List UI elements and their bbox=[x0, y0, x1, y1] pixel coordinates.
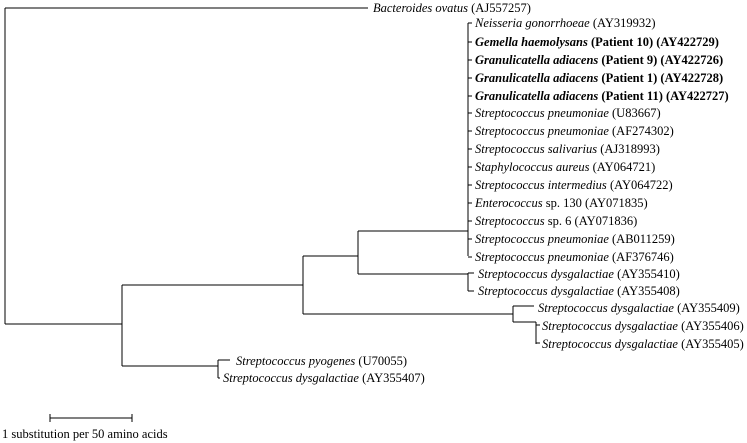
taxon-label-granulicatella-p1: Granulicatella adiacens (Patient 1) (AY4… bbox=[475, 71, 723, 85]
taxon-accession: (AY071835) bbox=[582, 196, 648, 210]
taxon-label-granulicatella-p9: Granulicatella adiacens (Patient 9) (AY4… bbox=[475, 53, 723, 67]
taxon-species: Streptococcus pneumoniae bbox=[475, 106, 609, 120]
taxon-accession: (AY422729) bbox=[653, 35, 719, 49]
taxon-accession: (AY422728) bbox=[657, 71, 723, 85]
taxon-accession: (AY422727) bbox=[663, 89, 729, 103]
taxon-accession: (AJ557257) bbox=[468, 1, 531, 15]
taxon-accession: (AY064721) bbox=[589, 160, 655, 174]
taxon-accession: (AY355406) bbox=[678, 319, 744, 333]
taxon-label-sdys-409: Streptococcus dysgalactiae (AY355409) bbox=[538, 301, 740, 315]
taxon-qualifier: (Patient 1) bbox=[598, 71, 657, 85]
taxon-accession: (AY355408) bbox=[614, 284, 680, 298]
taxon-qualifier: (Patient 11) bbox=[598, 89, 663, 103]
taxon-species: Streptococcus pneumoniae bbox=[475, 124, 609, 138]
taxon-qualifier: (Patient 10) bbox=[588, 35, 653, 49]
taxon-species: Streptococcus bbox=[475, 214, 545, 228]
taxon-accession: (AB011259) bbox=[609, 232, 675, 246]
taxon-species: Granulicatella adiacens bbox=[475, 89, 598, 103]
taxon-accession: (AY064722) bbox=[607, 178, 673, 192]
taxon-label-saur: Staphylococcus aureus (AY064721) bbox=[475, 160, 655, 174]
taxon-label-strep6: Streptococcus sp. 6 (AY071836) bbox=[475, 214, 637, 228]
taxon-accession: (AY422726) bbox=[657, 53, 723, 67]
taxon-label-spn-af274302: Streptococcus pneumoniae (AF274302) bbox=[475, 124, 674, 138]
taxon-label-sdys-405: Streptococcus dysgalactiae (AY355405) bbox=[542, 337, 744, 351]
taxon-accession: (AJ318993) bbox=[597, 142, 660, 156]
taxon-label-spyo: Streptococcus pyogenes (U70055) bbox=[236, 354, 407, 368]
taxon-label-gemella-p10: Gemella haemolysans (Patient 10) (AY4227… bbox=[475, 35, 719, 49]
taxon-accession: (AF376746) bbox=[609, 250, 674, 264]
taxon-species: Neisseria gonorrhoeae bbox=[474, 16, 590, 30]
tree-branches bbox=[4, 7, 540, 379]
taxon-label-neisseria: Neisseria gonorrhoeae (AY319932) bbox=[474, 16, 656, 30]
taxon-species: Enterococcus bbox=[474, 196, 543, 210]
taxon-label-granulicatella-p11: Granulicatella adiacens (Patient 11) (AY… bbox=[475, 89, 729, 103]
taxon-accession: (AY071836) bbox=[571, 214, 637, 228]
taxon-species: Streptococcus pyogenes bbox=[236, 354, 355, 368]
taxon-label-sint: Streptococcus intermedius (AY064722) bbox=[475, 178, 673, 192]
taxon-species: Streptococcus dysgalactiae bbox=[538, 301, 674, 315]
taxon-labels: Bacteroides ovatus (AJ557257)Neisseria g… bbox=[223, 1, 744, 385]
taxon-accession: (AY355410) bbox=[614, 267, 680, 281]
taxon-accession: (U83667) bbox=[609, 106, 661, 120]
taxon-label-sdys-408: Streptococcus dysgalactiae (AY355408) bbox=[478, 284, 680, 298]
taxon-qualifier: sp. 130 bbox=[543, 196, 582, 210]
taxon-accession: (AF274302) bbox=[609, 124, 674, 138]
taxon-label-spn-u83667: Streptococcus pneumoniae (U83667) bbox=[475, 106, 661, 120]
taxon-label-spn-af376746: Streptococcus pneumoniae (AF376746) bbox=[475, 250, 674, 264]
taxon-qualifier: (Patient 9) bbox=[598, 53, 657, 67]
taxon-species: Streptococcus dysgalactiae bbox=[478, 284, 614, 298]
scale-bar: 1 substitution per 50 amino acids bbox=[2, 414, 168, 441]
taxon-species: Streptococcus dysgalactiae bbox=[542, 337, 678, 351]
taxon-species: Streptococcus intermedius bbox=[475, 178, 607, 192]
scale-bar-label: 1 substitution per 50 amino acids bbox=[2, 427, 168, 441]
taxon-species: Streptococcus dysgalactiae bbox=[542, 319, 678, 333]
taxon-accession: (AY355409) bbox=[674, 301, 740, 315]
taxon-species: Streptococcus salivarius bbox=[475, 142, 597, 156]
taxon-label-spn-ab011259: Streptococcus pneumoniae (AB011259) bbox=[475, 232, 675, 246]
taxon-label-bacteroides: Bacteroides ovatus (AJ557257) bbox=[373, 1, 531, 15]
taxon-species: Streptococcus dysgalactiae bbox=[478, 267, 614, 281]
taxon-accession: (AY355405) bbox=[678, 337, 744, 351]
taxon-label-sdys-406: Streptococcus dysgalactiae (AY355406) bbox=[542, 319, 744, 333]
taxon-accession: (AY355407) bbox=[359, 371, 425, 385]
taxon-qualifier: sp. 6 bbox=[545, 214, 572, 228]
taxon-species: Granulicatella adiacens bbox=[475, 71, 598, 85]
taxon-species: Gemella haemolysans bbox=[475, 35, 588, 49]
taxon-species: Granulicatella adiacens bbox=[475, 53, 598, 67]
taxon-species: Streptococcus pneumoniae bbox=[475, 250, 609, 264]
taxon-species: Streptococcus pneumoniae bbox=[475, 232, 609, 246]
taxon-label-sdys-407: Streptococcus dysgalactiae (AY355407) bbox=[223, 371, 425, 385]
taxon-label-ssal: Streptococcus salivarius (AJ318993) bbox=[475, 142, 660, 156]
taxon-label-ent130: Enterococcus sp. 130 (AY071835) bbox=[474, 196, 648, 210]
taxon-species: Streptococcus dysgalactiae bbox=[223, 371, 359, 385]
taxon-species: Staphylococcus aureus bbox=[475, 160, 590, 174]
taxon-species: Bacteroides ovatus bbox=[373, 1, 468, 15]
taxon-accession: (AY319932) bbox=[590, 16, 656, 30]
taxon-accession: (U70055) bbox=[355, 354, 407, 368]
taxon-label-sdys-410: Streptococcus dysgalactiae (AY355410) bbox=[478, 267, 680, 281]
